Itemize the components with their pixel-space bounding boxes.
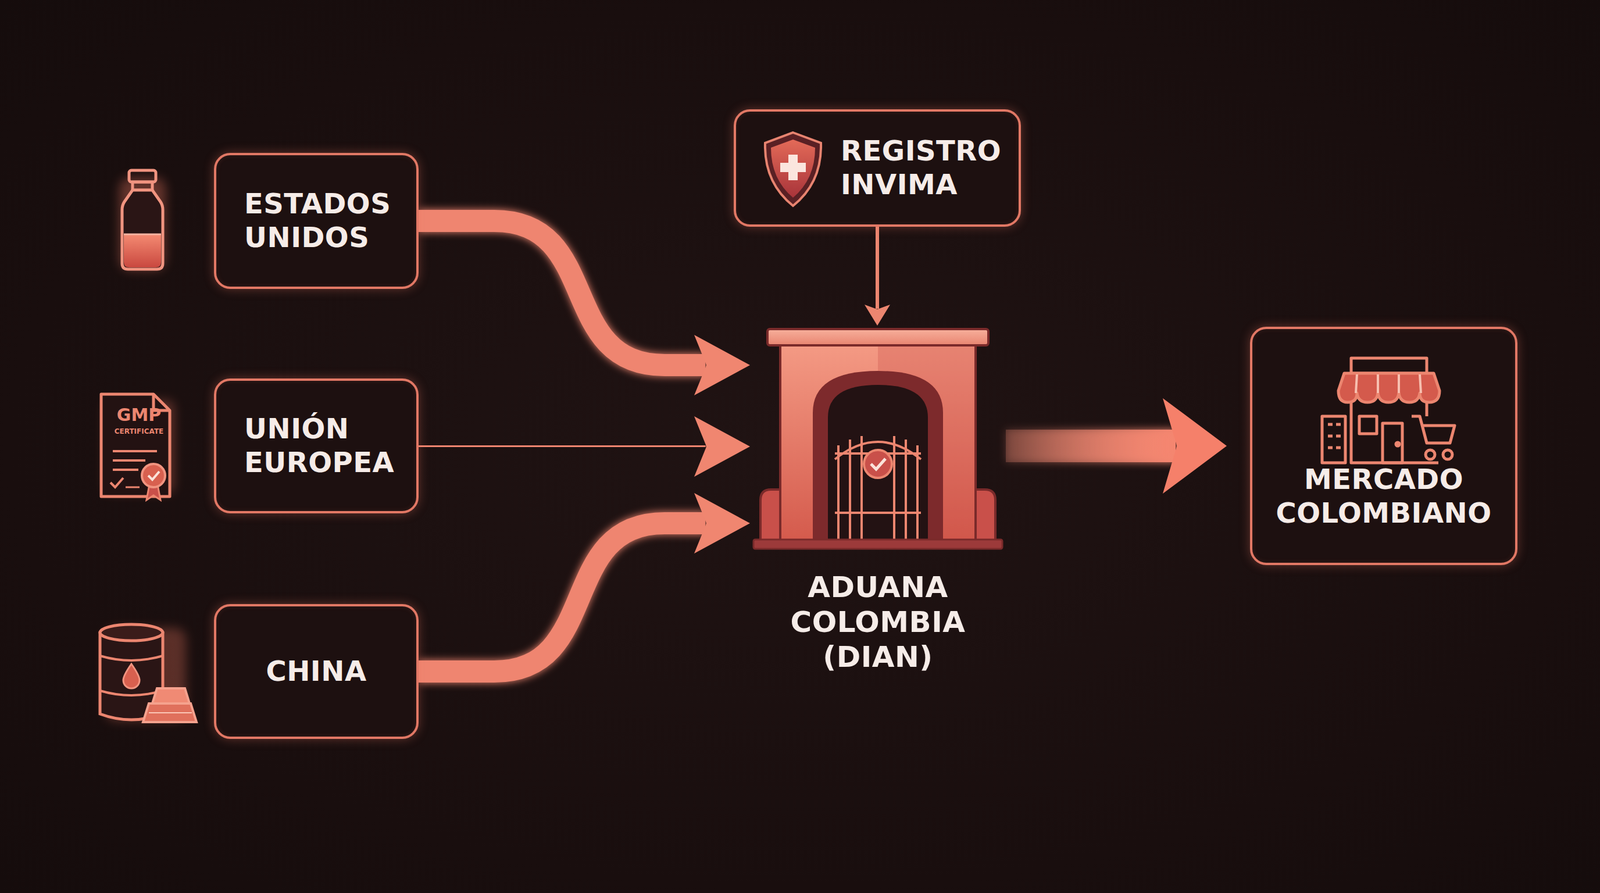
flow-arrow [418, 220, 750, 396]
arrow-shaft [1005, 429, 1176, 463]
origin-box: CHINA [213, 604, 419, 739]
customs-gate: ADUANA COLOMBIA (DIAN) [750, 325, 1006, 681]
arrow-shaft [418, 523, 706, 672]
customs-gate-building [750, 325, 1006, 559]
arrow-shaft [418, 445, 706, 447]
node-label: REGISTRO INVIMA [840, 134, 1005, 202]
arrow-shaft [875, 226, 880, 309]
barrel-gold-icon [93, 616, 204, 733]
arrow-head [694, 334, 750, 396]
arrow-shaft [418, 220, 706, 366]
node-label: UNIÓN EUROPEA [244, 412, 405, 480]
icon-text: CERTIFICATE [101, 427, 177, 436]
flow-arrow [864, 226, 891, 326]
flow-arrow [1005, 398, 1227, 494]
icon-text: GMP [101, 405, 177, 425]
store-icon [1310, 352, 1462, 469]
node-label: CHINA [229, 654, 404, 689]
arrow-head [1162, 398, 1227, 494]
registry-box: REGISTRO INVIMA [733, 109, 1021, 227]
node-label: ESTADOS UNIDOS [244, 187, 405, 255]
node-label: MERCADO COLOMBIANO [1267, 462, 1500, 530]
node-label: ADUANA COLOMBIA (DIAN) [779, 569, 977, 675]
arrow-head [864, 304, 891, 326]
shield-icon [758, 129, 828, 211]
arrow-head [694, 416, 750, 477]
flow-arrow [418, 493, 750, 672]
vial-icon [104, 165, 181, 277]
origin-box: ESTADOS UNIDOS [213, 152, 419, 289]
origin-box: UNIÓN EUROPEA [213, 378, 419, 514]
arrow-head [694, 493, 750, 554]
flow-arrow [418, 416, 750, 477]
market-box: MERCADO COLOMBIANO [1250, 326, 1518, 566]
